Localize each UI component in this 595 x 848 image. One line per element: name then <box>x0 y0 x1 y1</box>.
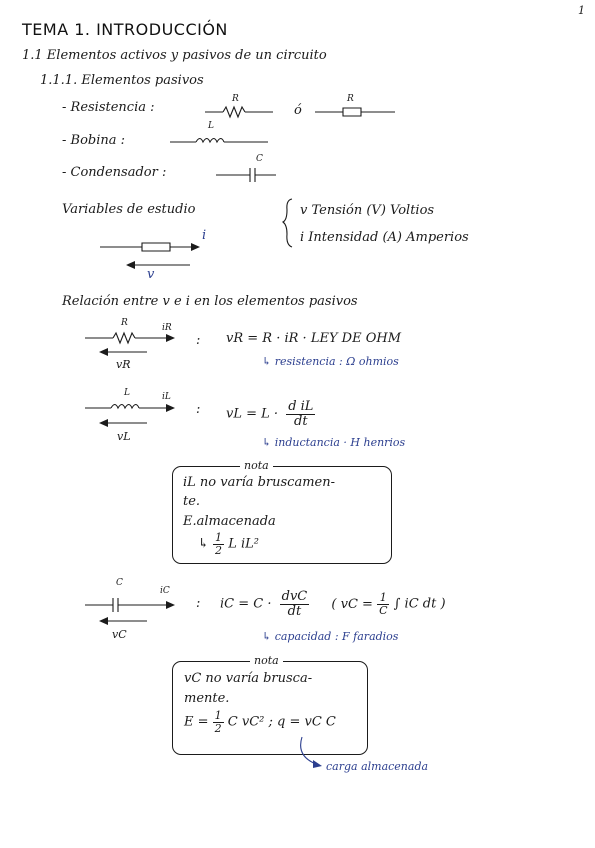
rel-capacitor-C: C <box>116 578 123 588</box>
capacitor-eq-num: dvC <box>279 589 310 605</box>
intensidad-definition: i Intensidad (A) Amperios <box>300 230 469 245</box>
capacitor-eq-paren-fraction: 1 C <box>377 592 390 617</box>
voltage-arrow-v: v <box>147 267 155 282</box>
note-capacitor-fraction: 1 2 <box>212 709 224 735</box>
charge-annotation: carga almacenada <box>326 760 429 773</box>
rel-capacitor-vC: vC <box>112 628 127 641</box>
note-capacitor-eq-prefix: E = <box>184 714 209 730</box>
inductor-eq-lhs: vL = L · <box>226 406 279 422</box>
capacitor-equation: iC = C · dvC dt ( vC = 1 C ∫ iC dt ) <box>220 590 446 618</box>
note-inductor-box <box>172 466 392 564</box>
note-capacitor-line1: vC no varía brusca- <box>184 671 313 686</box>
inductance-unit: ↳ inductancia · H henrios <box>262 436 406 449</box>
rel-resistor-circuit <box>85 331 175 356</box>
inductor-eq-num: d iL <box>286 399 316 415</box>
or-separator: ó <box>294 103 302 118</box>
resistor-zigzag-R: R <box>232 94 239 104</box>
relation-title: Relación entre v e i en los elementos pa… <box>62 294 358 309</box>
resistencia-label: - Resistencia : <box>62 100 155 115</box>
note-capacitor-energy: E = 1 2 C vC² ; q = vC C <box>184 710 336 734</box>
rel-resistor-R: R <box>121 318 128 328</box>
capacitance-unit: ↳ capacidad : F faradios <box>262 630 399 643</box>
section-heading: 1.1 Elementos activos y pasivos de un ci… <box>22 48 327 63</box>
inductor-equation: vL = L · d iL dt <box>226 399 316 429</box>
inductor-eq-den: dt <box>294 413 308 429</box>
capacitor-symbol <box>216 168 276 182</box>
note-inductor-arrow: ↳ <box>198 536 209 552</box>
charge-annotation-arrow <box>300 736 322 768</box>
note-capacitor-tag: nota <box>250 654 283 667</box>
capacitor-eq-fraction: dvC dt <box>279 589 310 619</box>
note-inductor-tag: nota <box>240 459 273 472</box>
rel-resistor-iR: iR <box>162 323 172 333</box>
note-inductor-fraction: 1 2 <box>213 531 225 557</box>
capacitor-eq-den: dt <box>287 603 302 619</box>
note-inductor-line1: iL no varía bruscamen- <box>183 475 336 490</box>
condensador-label: - Condensador : <box>62 165 167 180</box>
bobina-label: - Bobina : <box>62 133 126 148</box>
note-capacitor-expr: C vC² ; q = vC C <box>227 714 336 730</box>
inductor-eq-fraction: d iL dt <box>286 399 316 429</box>
note-inductor-den: 2 <box>215 543 223 557</box>
variables-label: Variables de estudio <box>62 202 196 217</box>
brace-symbol <box>281 198 293 248</box>
capacitor-eq-paren-den: C <box>379 603 388 617</box>
ohms-law-equation: vR = R · iR · LEY DE OHM <box>226 331 402 346</box>
note-inductor-num: 1 <box>213 531 225 545</box>
rel-inductor-iL: iL <box>162 392 171 402</box>
resistor-box-R: R <box>347 94 354 104</box>
rel-capacitor-iC: iC <box>160 586 170 596</box>
rel-inductor-L: L <box>124 388 130 398</box>
note-inductor-line3: E.almacenada <box>183 514 276 529</box>
capacitor-eq-lhs: iC = C · <box>220 596 272 612</box>
page-title: TEMA 1. INTRODUCCIÓN <box>22 20 228 39</box>
resistor-box-symbol <box>315 107 395 117</box>
note-capacitor-num: 1 <box>212 709 224 723</box>
rel-inductor-vL: vL <box>117 430 131 443</box>
note-inductor-expr: L iL² <box>228 536 259 552</box>
resistor-zigzag-symbol <box>205 105 273 119</box>
note-inductor-line2: te. <box>183 494 201 509</box>
capacitor-eq-paren-open: ( vC = <box>331 596 373 612</box>
tension-definition: v Tensión (V) Voltios <box>300 203 435 218</box>
study-variables-diagram <box>100 242 200 269</box>
note-inductor-energy: ↳ 1 2 L iL² <box>198 532 259 556</box>
page-number: 1 <box>578 4 585 17</box>
capacitor-eq-paren-rest: ∫ iC dt ) <box>393 596 446 612</box>
rel-resistor-vR: vR <box>116 358 131 371</box>
rel-capacitor-circuit <box>85 598 175 625</box>
rel-resistor-colon: : <box>196 333 201 348</box>
inductor-L: L <box>208 121 214 131</box>
resistance-unit: ↳ resistencia : Ω ohmios <box>262 355 399 368</box>
rel-inductor-circuit <box>85 403 175 427</box>
inductor-symbol <box>170 137 268 144</box>
current-arrow-i: i <box>202 228 207 243</box>
note-capacitor-line2: mente. <box>184 691 230 706</box>
capacitor-eq-paren-num: 1 <box>377 592 390 605</box>
capacitor-C: C <box>256 154 263 164</box>
note-capacitor-den: 2 <box>214 721 222 735</box>
rel-inductor-colon: : <box>196 402 201 417</box>
subsection-heading: 1.1.1. Elementos pasivos <box>40 73 204 88</box>
rel-capacitor-colon: : <box>196 596 201 611</box>
